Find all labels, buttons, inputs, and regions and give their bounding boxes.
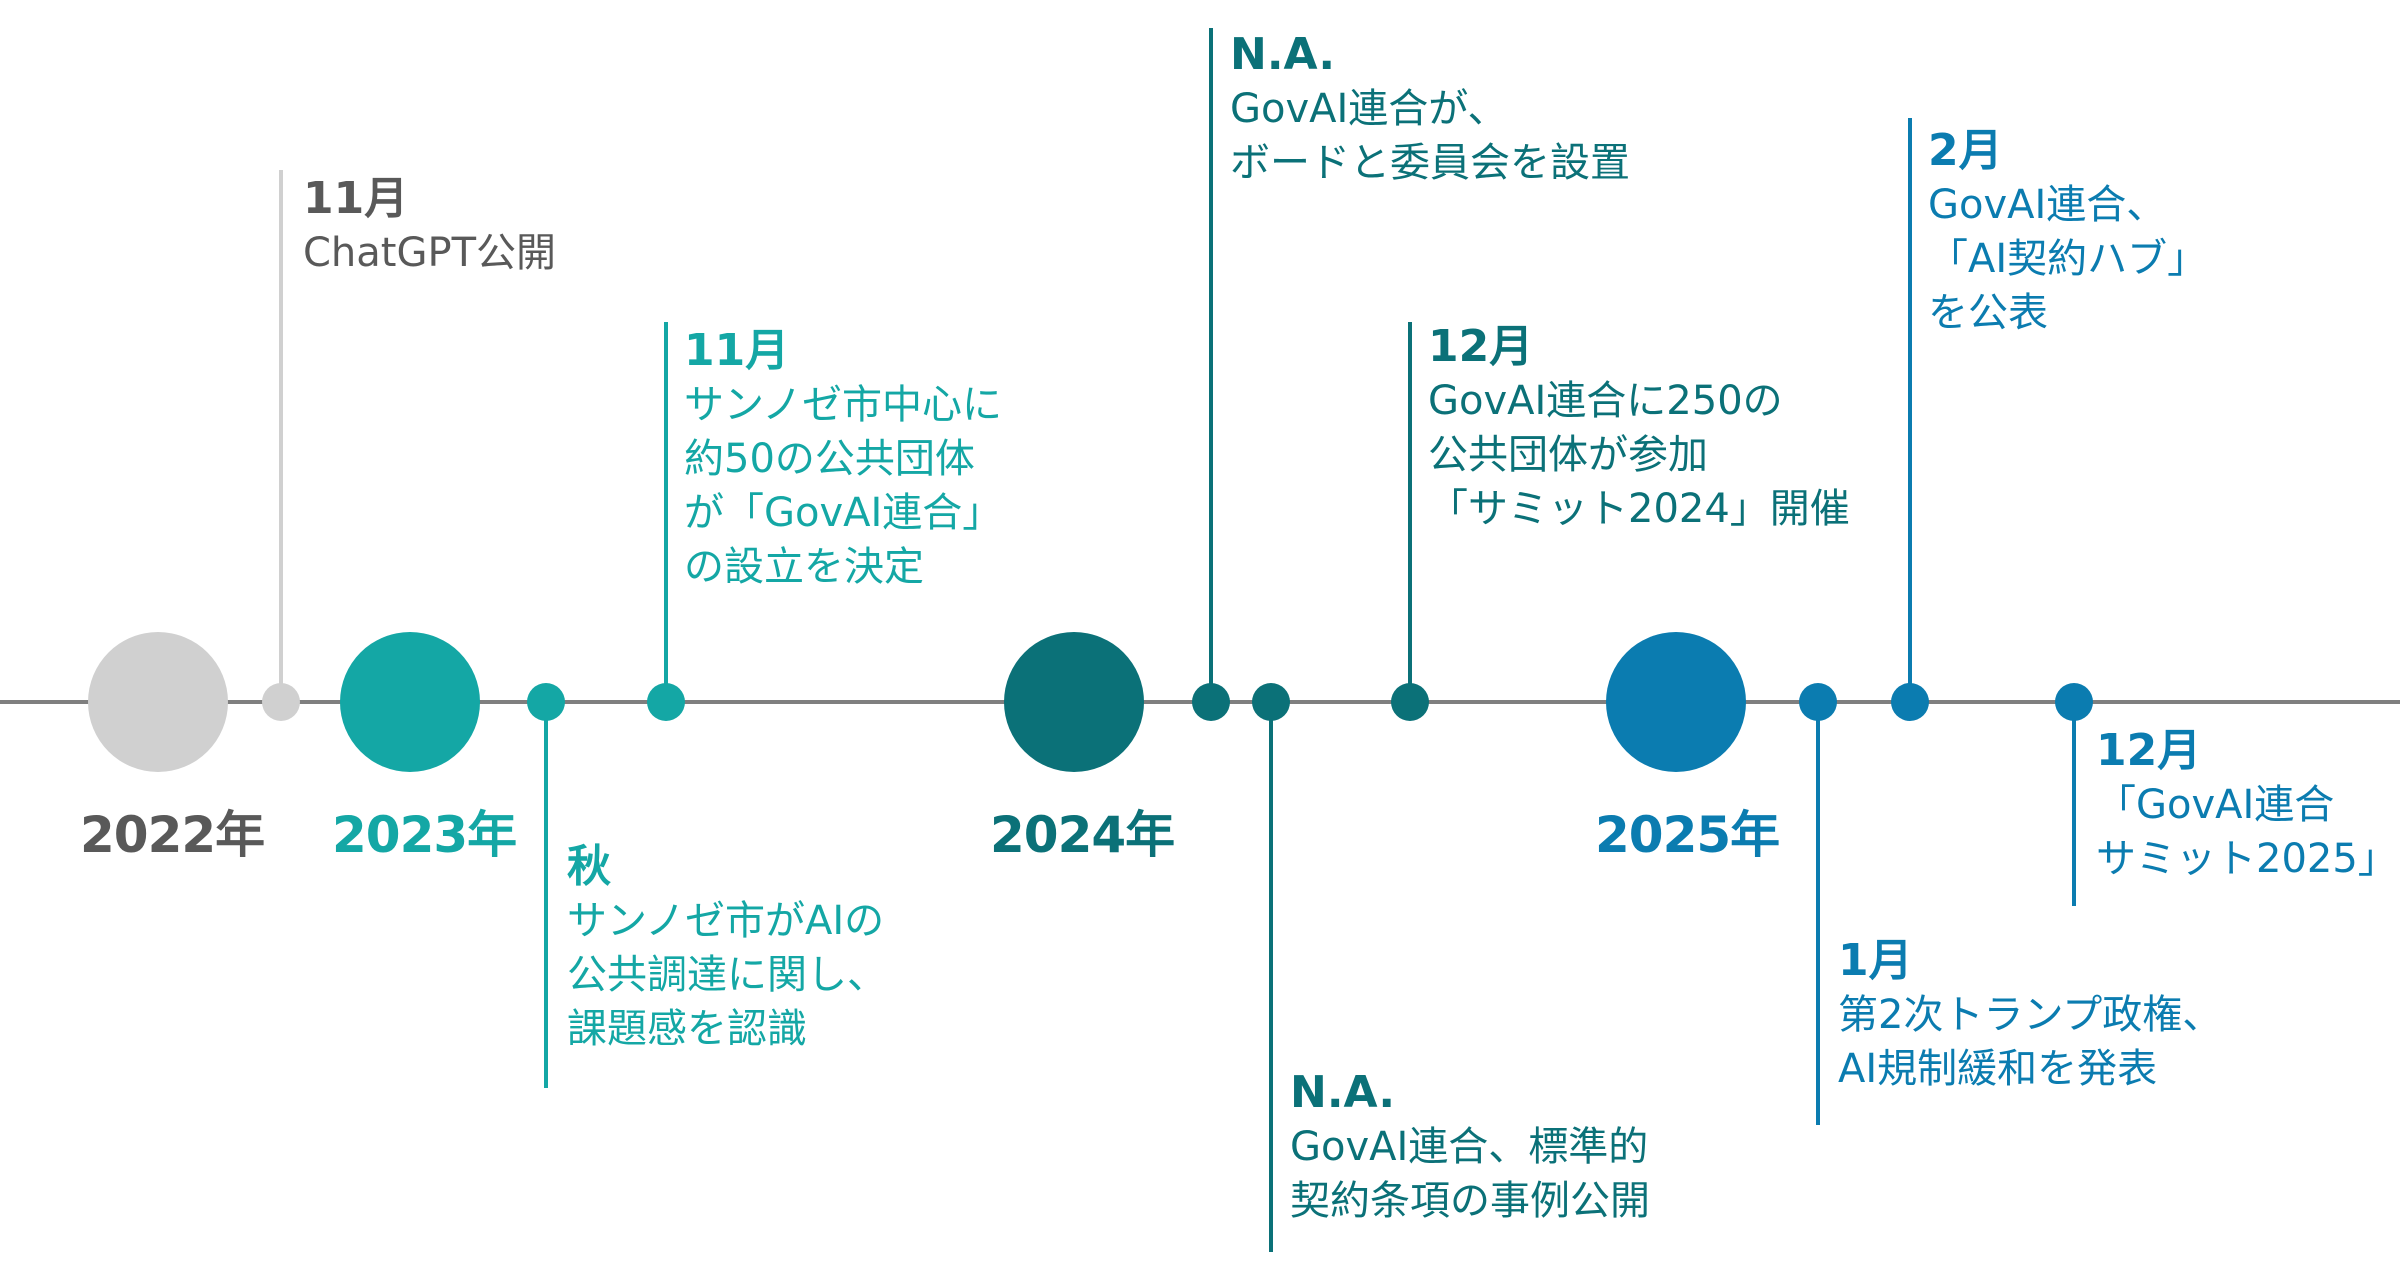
event-text: サミット2025」 bbox=[2096, 836, 2398, 882]
event-2024-dec: 12月 GovAI連合に250の 公共団体が参加 「サミット2024」開催 bbox=[1428, 320, 1850, 536]
event-heading: 11月 bbox=[684, 325, 790, 376]
event-text: 契約条項の事例公開 bbox=[1290, 1178, 1650, 1224]
event-text: 公共団体が参加 bbox=[1428, 432, 1708, 478]
event-heading: N.A. bbox=[1230, 29, 1336, 80]
event-dot-2024-na-board bbox=[1192, 683, 1230, 721]
event-heading: 1月 bbox=[1838, 935, 1913, 986]
event-heading: 12月 bbox=[1428, 321, 1534, 372]
event-2024-na-board: N.A. GovAI連合が、 ボードと委員会を設置 bbox=[1230, 28, 1630, 190]
event-dot-2025-dec bbox=[2055, 683, 2093, 721]
event-text: の設立を決定 bbox=[684, 544, 924, 590]
event-text: が「GovAI連合」 bbox=[684, 490, 1003, 536]
event-text: 公共調達に関し、 bbox=[567, 952, 887, 998]
event-text: サンノゼ市がAIの bbox=[567, 898, 885, 944]
event-heading: N.A. bbox=[1290, 1067, 1396, 1118]
event-text: GovAI連合、 bbox=[1928, 182, 2167, 228]
event-dot-2023-nov bbox=[647, 683, 685, 721]
event-2025-jan: 1月 第2次トランプ政権、 AI規制緩和を発表 bbox=[1838, 934, 2222, 1096]
year-label-2025: 2025年 bbox=[1595, 806, 1780, 864]
event-text: ChatGPT公開 bbox=[303, 230, 557, 276]
event-dot-2025-feb bbox=[1891, 683, 1929, 721]
event-text: AI規制緩和を発表 bbox=[1838, 1046, 2158, 1092]
event-text: ボードと委員会を設置 bbox=[1230, 140, 1630, 186]
year-marker-2024 bbox=[1004, 632, 1144, 772]
event-text: GovAI連合に250の bbox=[1428, 378, 1783, 424]
event-text: GovAI連合、標準的 bbox=[1290, 1124, 1649, 1170]
year-marker-2025 bbox=[1606, 632, 1746, 772]
event-2025-feb: 2月 GovAI連合、 「AI契約ハブ」 を公表 bbox=[1928, 124, 2207, 340]
event-2024-na-contract: N.A. GovAI連合、標準的 契約条項の事例公開 bbox=[1290, 1066, 1650, 1228]
event-text: 「GovAI連合 bbox=[2096, 782, 2335, 828]
event-text: 「サミット2024」開催 bbox=[1428, 486, 1850, 532]
year-label-2023: 2023年 bbox=[332, 806, 517, 864]
event-2025-dec: 12月 「GovAI連合 サミット2025」 bbox=[2096, 724, 2398, 886]
event-heading: 12月 bbox=[2096, 725, 2202, 776]
event-text: サンノゼ市中心に bbox=[684, 382, 1002, 428]
event-dot-2024-na-contract bbox=[1252, 683, 1290, 721]
event-2023-autumn: 秋 サンノゼ市がAIの 公共調達に関し、 課題感を認識 bbox=[567, 840, 887, 1056]
year-marker-2022 bbox=[88, 632, 228, 772]
event-text: を公表 bbox=[1928, 290, 2048, 336]
event-text: 第2次トランプ政権、 bbox=[1838, 992, 2223, 1038]
event-dot-2025-jan bbox=[1799, 683, 1837, 721]
event-heading: 秋 bbox=[567, 841, 611, 892]
event-dot-2022-nov bbox=[262, 683, 300, 721]
event-dot-2023-autumn bbox=[527, 683, 565, 721]
event-text: 約50の公共団体 bbox=[684, 436, 975, 482]
year-label-2022: 2022年 bbox=[80, 806, 265, 864]
event-heading: 2月 bbox=[1928, 125, 2003, 176]
event-text: 「AI契約ハブ」 bbox=[1928, 236, 2208, 282]
event-2023-nov: 11月 サンノゼ市中心に 約50の公共団体 が「GovAI連合」 の設立を決定 bbox=[684, 324, 1002, 594]
year-label-2024: 2024年 bbox=[990, 806, 1175, 864]
event-heading: 11月 bbox=[303, 173, 409, 224]
event-dot-2024-dec bbox=[1391, 683, 1429, 721]
event-text: GovAI連合が、 bbox=[1230, 86, 1508, 132]
year-marker-2023 bbox=[340, 632, 480, 772]
event-2022-nov: 11月 ChatGPT公開 bbox=[303, 172, 556, 280]
event-text: 課題感を認識 bbox=[567, 1006, 807, 1052]
